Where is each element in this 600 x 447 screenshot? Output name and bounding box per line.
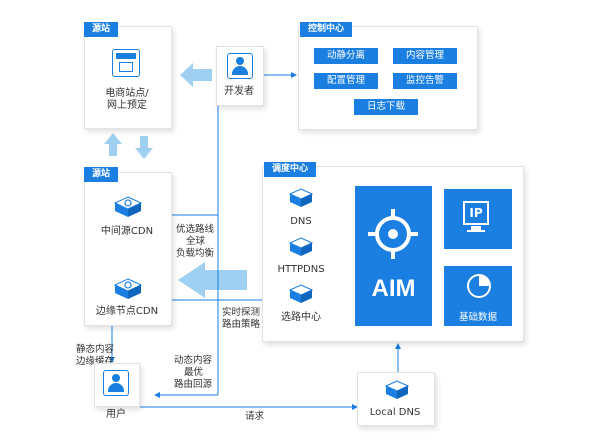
source-top-tag: 源站 — [84, 22, 119, 37]
user-label: 用户 — [106, 409, 126, 420]
user-icon-developer — [227, 53, 253, 79]
route-center-node-icon — [289, 284, 313, 304]
dynamic-route-text-3: 路由回源 — [174, 379, 213, 390]
static-cache-text-1: 静态内容 — [76, 344, 115, 355]
dynamic-route-text-2: 最优 — [184, 367, 204, 378]
source-top-label-1: 电商站点/ — [105, 88, 149, 99]
aim-label: AIM — [371, 275, 416, 302]
big-arrow-up — [104, 133, 122, 156]
big-arrow-left-mid — [178, 262, 247, 298]
user-icon — [103, 370, 129, 396]
local-dns-node-icon — [385, 380, 409, 400]
developer-label: 开发者 — [224, 86, 254, 97]
source-top-label-2: 网上预定 — [107, 100, 147, 111]
optimal-route-text-3: 负载均衡 — [176, 248, 215, 259]
realtime-probe-text-2: 路由策略 — [222, 319, 261, 330]
pie-chart-icon — [465, 272, 493, 300]
dynamic-route-text-1: 动态内容 — [174, 355, 213, 366]
route-center-label: 选路中心 — [281, 312, 321, 323]
dns-node-icon — [289, 188, 313, 208]
btn-config-mgmt[interactable]: 配置管理 — [314, 73, 378, 89]
dispatch-center-tag: 调度中心 — [264, 162, 317, 177]
ip-text: IP — [463, 201, 489, 225]
optimal-route-text-2: 全球 — [186, 236, 206, 247]
static-cache-text-2: 边缘缓存 — [76, 356, 115, 367]
httpdns-label: HTTPDNS — [277, 264, 325, 275]
developer-panel — [216, 46, 264, 106]
target-icon — [366, 207, 420, 261]
btn-monitor-alert[interactable]: 监控告警 — [393, 73, 457, 89]
cdn-node-icon-edge — [114, 278, 142, 300]
basic-data-label: 基础数据 — [458, 312, 497, 323]
btn-static-dynamic[interactable]: 动静分离 — [314, 48, 378, 64]
big-arrow-down — [135, 136, 153, 159]
optimal-route-text-1: 优选路线 — [176, 224, 215, 235]
middle-cdn-label: 中间源CDN — [100, 226, 154, 237]
request-text: 请求 — [245, 411, 265, 422]
shop-icon — [112, 49, 140, 77]
control-center-tag: 控制中心 — [300, 22, 353, 37]
ip-icon: IP — [463, 201, 493, 235]
dns-label: DNS — [290, 216, 312, 227]
edge-cdn-label: 边缘节点CDN — [95, 306, 159, 317]
source-mid-tag: 源站 — [84, 167, 119, 182]
big-arrow-left-top — [180, 63, 212, 87]
btn-content-mgmt[interactable]: 内容管理 — [393, 48, 457, 64]
source-top-panel — [84, 26, 172, 129]
ip-data-block — [444, 189, 512, 249]
realtime-probe-text-1: 实时探测 — [222, 307, 261, 318]
cdn-node-icon-middle — [114, 196, 142, 218]
local-dns-label: Local DNS — [369, 407, 421, 418]
btn-log-download[interactable]: 日志下载 — [354, 99, 418, 115]
httpdns-node-icon — [289, 237, 313, 257]
